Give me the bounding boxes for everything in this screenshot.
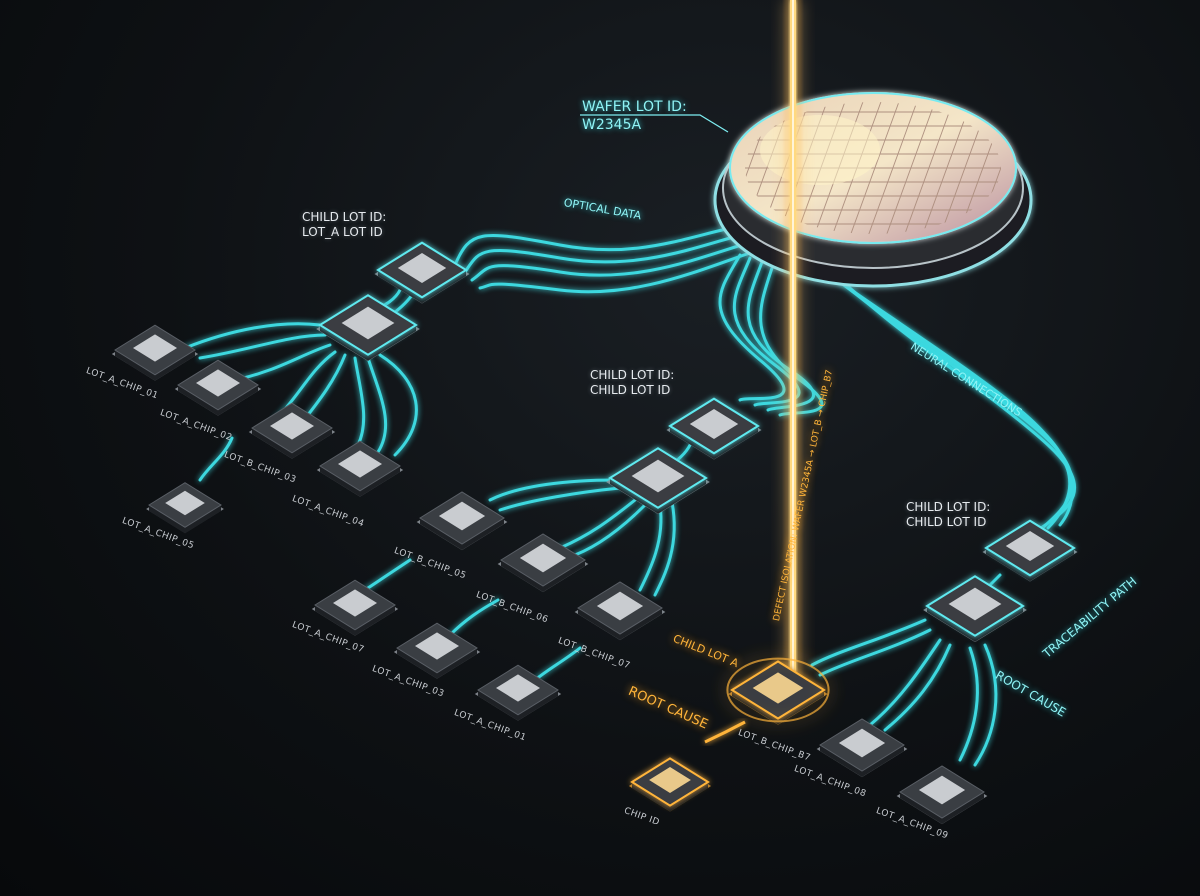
trace bbox=[378, 353, 418, 457]
trace bbox=[653, 500, 676, 597]
wafer bbox=[713, 92, 1033, 288]
chips-layer bbox=[111, 241, 1078, 825]
trace bbox=[868, 638, 942, 727]
trace bbox=[818, 628, 932, 677]
trace bbox=[488, 478, 617, 502]
trace bbox=[558, 498, 637, 550]
chip-b07 bbox=[574, 581, 666, 641]
child-lot-label-top-left: CHILD LOT ID: LOT_A LOT ID bbox=[302, 210, 386, 240]
child-lot-chip-middle bbox=[666, 397, 762, 460]
trace bbox=[183, 322, 322, 350]
trace bbox=[448, 598, 500, 637]
trace bbox=[718, 253, 786, 402]
chip-b03 bbox=[248, 402, 336, 459]
trace bbox=[453, 223, 747, 267]
trace bbox=[798, 248, 1072, 530]
chip-a07 bbox=[311, 579, 399, 636]
wafer-lot-id-value: W2345A bbox=[582, 117, 642, 133]
trace bbox=[470, 238, 760, 282]
chip-a01 bbox=[111, 324, 199, 381]
trace bbox=[638, 503, 663, 592]
chip-a05 bbox=[146, 482, 224, 534]
child-lot-id-line2: CHILD LOT ID bbox=[906, 515, 987, 529]
trace bbox=[810, 618, 927, 667]
trace bbox=[233, 343, 332, 382]
trace bbox=[478, 246, 767, 294]
chip-a08 bbox=[816, 718, 908, 778]
trace bbox=[958, 646, 979, 762]
child-lot-id-line1: CHILD LOT ID: bbox=[302, 210, 387, 224]
trace bbox=[198, 436, 234, 482]
chip-b05 bbox=[416, 491, 508, 551]
hub-chip-top-left bbox=[316, 294, 420, 362]
child-lot-chip-right bbox=[982, 519, 1078, 582]
hub-chip-middle bbox=[606, 447, 710, 515]
hub-chip-right bbox=[923, 575, 1027, 643]
trace bbox=[533, 646, 582, 682]
chip-a01b bbox=[474, 664, 562, 721]
chip-a09 bbox=[896, 765, 988, 825]
wafer-lot-id-label: WAFER LOT ID: W2345A bbox=[582, 98, 687, 134]
trace bbox=[573, 503, 647, 557]
trace bbox=[732, 256, 801, 407]
defect-beam bbox=[704, 0, 804, 744]
child-lot-id-line1: CHILD LOT ID: bbox=[906, 500, 991, 514]
child-lot-id-line2: CHILD LOT ID bbox=[590, 383, 671, 397]
trace bbox=[363, 558, 412, 592]
trace bbox=[973, 643, 998, 767]
trace bbox=[498, 486, 622, 512]
root-cause-chip bbox=[726, 657, 830, 725]
child-lot-label-middle: CHILD LOT ID: CHILD LOT ID bbox=[590, 368, 674, 398]
chip-id-chip bbox=[628, 757, 712, 812]
trace bbox=[788, 243, 1074, 527]
trace bbox=[808, 253, 1074, 534]
trace bbox=[463, 230, 754, 274]
child-lot-id-line1: CHILD LOT ID: bbox=[590, 368, 675, 382]
wafer-lot-id-line1: WAFER LOT ID: bbox=[582, 99, 687, 115]
trace bbox=[883, 643, 952, 732]
child-lot-chip-top bbox=[374, 241, 470, 304]
chip-a02 bbox=[174, 359, 262, 416]
child-lot-id-line2: LOT_A LOT ID bbox=[302, 225, 383, 239]
chip-b06 bbox=[497, 533, 589, 593]
chip-a03 bbox=[393, 622, 481, 679]
trace bbox=[366, 356, 388, 454]
trace bbox=[198, 333, 327, 360]
trace bbox=[818, 258, 1076, 540]
child-lot-label-right: CHILD LOT ID: CHILD LOT ID bbox=[906, 500, 990, 530]
trace bbox=[353, 356, 366, 447]
chip-a04 bbox=[316, 440, 404, 497]
